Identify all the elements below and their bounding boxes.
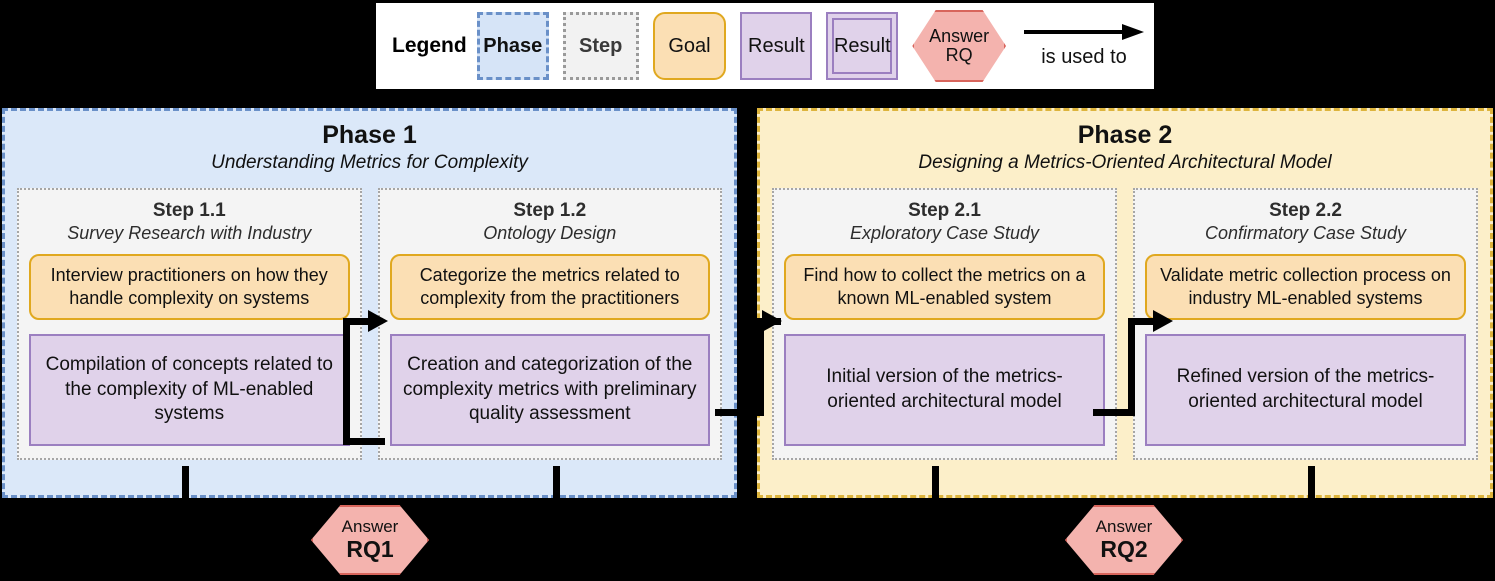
- legend-goal-label: Goal: [668, 34, 711, 57]
- answer-rq2-id: RQ2: [1100, 535, 1148, 562]
- answer-rq1-label: Answer RQ1: [341, 517, 399, 562]
- legend-goal-swatch: Goal: [652, 12, 727, 80]
- step-2-1-subtitle: Exploratory Case Study: [849, 223, 1040, 243]
- hexagon-icon: [311, 505, 429, 575]
- step-2-2-result-box: Refined version of the metrics-oriented …: [1145, 334, 1466, 446]
- connector-2-1-to-2-2-horizontal-in: [1128, 318, 1156, 325]
- answer-rq2-line1: Answer: [1095, 517, 1153, 536]
- answer-rq1-id: RQ1: [346, 535, 394, 562]
- step-2-1-title: Step 2.1: [908, 200, 981, 221]
- legend-result-swatch: Result: [740, 12, 813, 80]
- phase-1-steps-row: Step 1.1 Survey Research with Industry I…: [5, 188, 734, 460]
- phase-2-steps-row: Step 2.1 Exploratory Case Study Find how…: [760, 188, 1490, 460]
- droplink-result-2-1: [932, 466, 939, 500]
- step-1-1-container: Step 1.1 Survey Research with Industry I…: [17, 188, 362, 460]
- droplink-result-1-1: [182, 466, 189, 500]
- connector-2-1-to-2-2-horizontal-out: [1093, 409, 1135, 416]
- legend-result-label: Result: [748, 34, 805, 57]
- connector-2-1-to-2-2-vertical: [1128, 318, 1135, 416]
- droplink-result-2-2: [1308, 466, 1315, 500]
- phase-2-container: Phase 2 Designing a Metrics-Oriented Arc…: [757, 108, 1493, 498]
- step-2-2-container: Step 2.2 Confirmatory Case Study Validat…: [1133, 188, 1478, 460]
- step-2-2-title: Step 2.2: [1269, 200, 1342, 221]
- legend-step-label: Step: [579, 34, 623, 57]
- step-2-1-goal-box: Find how to collect the metrics on a kno…: [784, 254, 1105, 321]
- legend-arrow-swatch: is used to: [1024, 23, 1144, 69]
- phase-1-title: Phase 1: [322, 121, 417, 149]
- phase-1-subtitle: Understanding Metrics for Complexity: [211, 152, 528, 173]
- legend-phase-label: Phase: [483, 34, 543, 57]
- hexagon-icon: [912, 10, 1006, 82]
- answer-rq1-line1: Answer: [341, 517, 399, 536]
- step-2-1-container: Step 2.1 Exploratory Case Study Find how…: [772, 188, 1117, 460]
- step-1-1-goal-box: Interview practitioners on how they hand…: [29, 254, 350, 321]
- arrowhead-to-goal-1-2: [368, 310, 388, 332]
- legend-result-refined-swatch: Result: [826, 12, 899, 80]
- phase-1-container: Phase 1 Understanding Metrics for Comple…: [2, 108, 737, 498]
- legend-answer-rq-swatch: Answer RQ: [912, 10, 1006, 82]
- step-2-1-result-box: Initial version of the metrics-oriented …: [784, 334, 1105, 446]
- step-1-1-title: Step 1.1: [152, 200, 226, 221]
- step-2-2-goal-box: Validate metric collection process on in…: [1145, 254, 1466, 321]
- step-1-2-goal-box: Categorize the metrics related to comple…: [389, 254, 710, 321]
- legend-phase-swatch: Phase: [476, 12, 549, 80]
- legend-result-refined-label: Result: [833, 34, 891, 57]
- arrowhead-to-goal-2-1: [762, 310, 782, 332]
- step-1-1-result-box: Compilation of concepts related to the c…: [29, 334, 350, 446]
- droplink-result-1-2: [553, 466, 560, 500]
- step-1-1-subtitle: Survey Research with Industry: [67, 223, 312, 243]
- step-1-2-subtitle: Ontology Design: [483, 223, 617, 243]
- arrow-right-icon: [1024, 23, 1144, 40]
- answer-rq2-hexagon: Answer RQ2: [1065, 505, 1183, 575]
- connector-1-1-to-1-2-entry: [343, 318, 371, 325]
- legend-answer-line2: RQ: [945, 45, 973, 65]
- answer-rq1-hexagon: Answer RQ1: [311, 505, 429, 575]
- step-1-2-result-box: Creation and categorization of the compl…: [389, 334, 710, 446]
- answer-rq2-label: Answer RQ2: [1095, 517, 1153, 562]
- step-1-2-title: Step 1.2: [513, 200, 587, 221]
- arrowhead-to-goal-2-2: [1153, 310, 1173, 332]
- legend-step-swatch: Step: [562, 12, 639, 80]
- connector-1-1-to-1-2-vertical: [343, 318, 350, 442]
- legend-answer-rq-label: Answer RQ: [929, 27, 989, 65]
- legend-panel: Legend Phase Step Goal Result Result Ans…: [375, 2, 1155, 90]
- legend-title: Legend: [392, 34, 467, 57]
- phase-2-subtitle: Designing a Metrics-Oriented Architectur…: [918, 152, 1332, 173]
- connector-1-2-to-2-1-horizontal-out: [715, 409, 763, 416]
- connector-1-2-to-2-1-vertical: [757, 318, 764, 416]
- legend-arrow-label: is used to: [1041, 45, 1127, 68]
- step-1-2-container: Step 1.2 Ontology Design Categorize the …: [377, 188, 722, 460]
- step-2-2-subtitle: Confirmatory Case Study: [1204, 223, 1407, 243]
- connector-1-1-to-1-2-horizontal: [343, 438, 385, 445]
- phase-2-title: Phase 2: [1077, 121, 1173, 149]
- legend-answer-line1: Answer: [929, 26, 990, 47]
